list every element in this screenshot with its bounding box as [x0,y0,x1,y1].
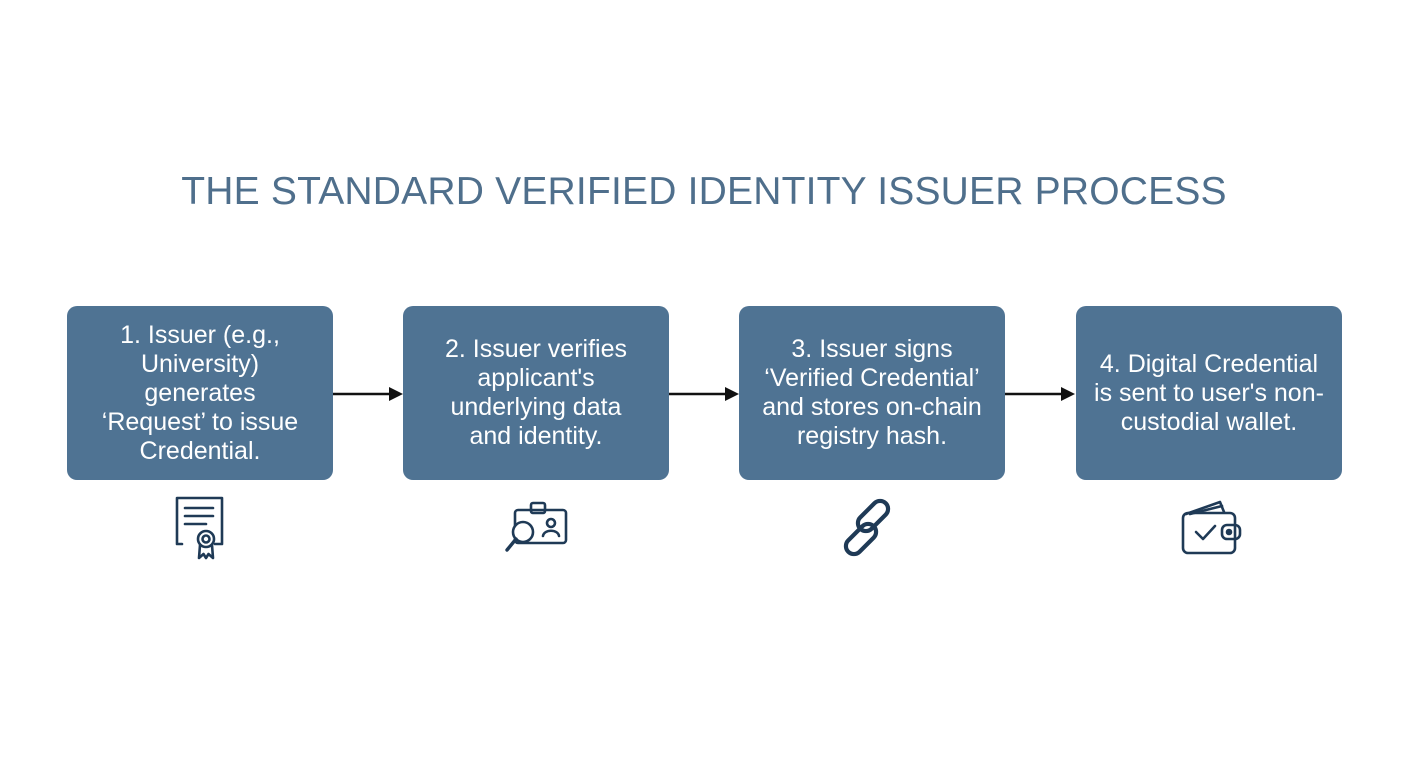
step-3-line: registry hash. [796,422,948,450]
arrow-right-icon [333,387,403,401]
step-1-line: Credential. [139,436,261,465]
arrow-right-icon [669,387,739,401]
step-1-line: ‘Request’ to issue [101,407,299,436]
step-3-box: 3. Issuer signs ‘Verified Credential’ an… [739,306,1005,480]
step-2-line: underlying data [450,393,622,421]
step-1-line: 1. Issuer (e.g., [120,320,280,349]
step-4-text: 4. Digital Credential is sent to user's … [1094,350,1324,437]
step-2-line: applicant's [477,364,595,392]
chain-link-icon [843,498,891,557]
id-card-magnifier-icon [505,501,568,552]
page-title: THE STANDARD VERIFIED IDENTITY ISSUER PR… [181,170,1227,213]
wallet-check-icon [1181,500,1242,555]
step-2-line: 2. Issuer verifies [444,335,627,363]
step-1-line: generates [144,378,256,407]
step-4-line: 4. Digital Credential [1099,349,1319,378]
step-3-line: ‘Verified Credential’ [764,364,980,392]
certificate-icon [175,496,224,560]
arrow-right-icon [1005,387,1075,401]
step-2-box: 2. Issuer verifies applicant's underlyin… [403,306,669,480]
step-1-line: University) [140,349,260,378]
step-3-line: and stores on-chain [762,393,982,421]
step-1-text: 1. Issuer (e.g., University) generates ‘… [102,321,298,466]
step-1-box: 1. Issuer (e.g., University) generates ‘… [67,306,333,480]
step-3-text: 3. Issuer signs ‘Verified Credential’ an… [762,335,982,451]
step-4-line: custodial wallet. [1120,407,1298,436]
step-4-line: is sent to user's non- [1094,378,1324,407]
step-2-text: 2. Issuer verifies applicant's underlyin… [445,335,627,451]
step-2-line: and identity. [469,422,603,450]
step-4-box: 4. Digital Credential is sent to user's … [1076,306,1342,480]
step-3-line: 3. Issuer signs [791,335,953,363]
